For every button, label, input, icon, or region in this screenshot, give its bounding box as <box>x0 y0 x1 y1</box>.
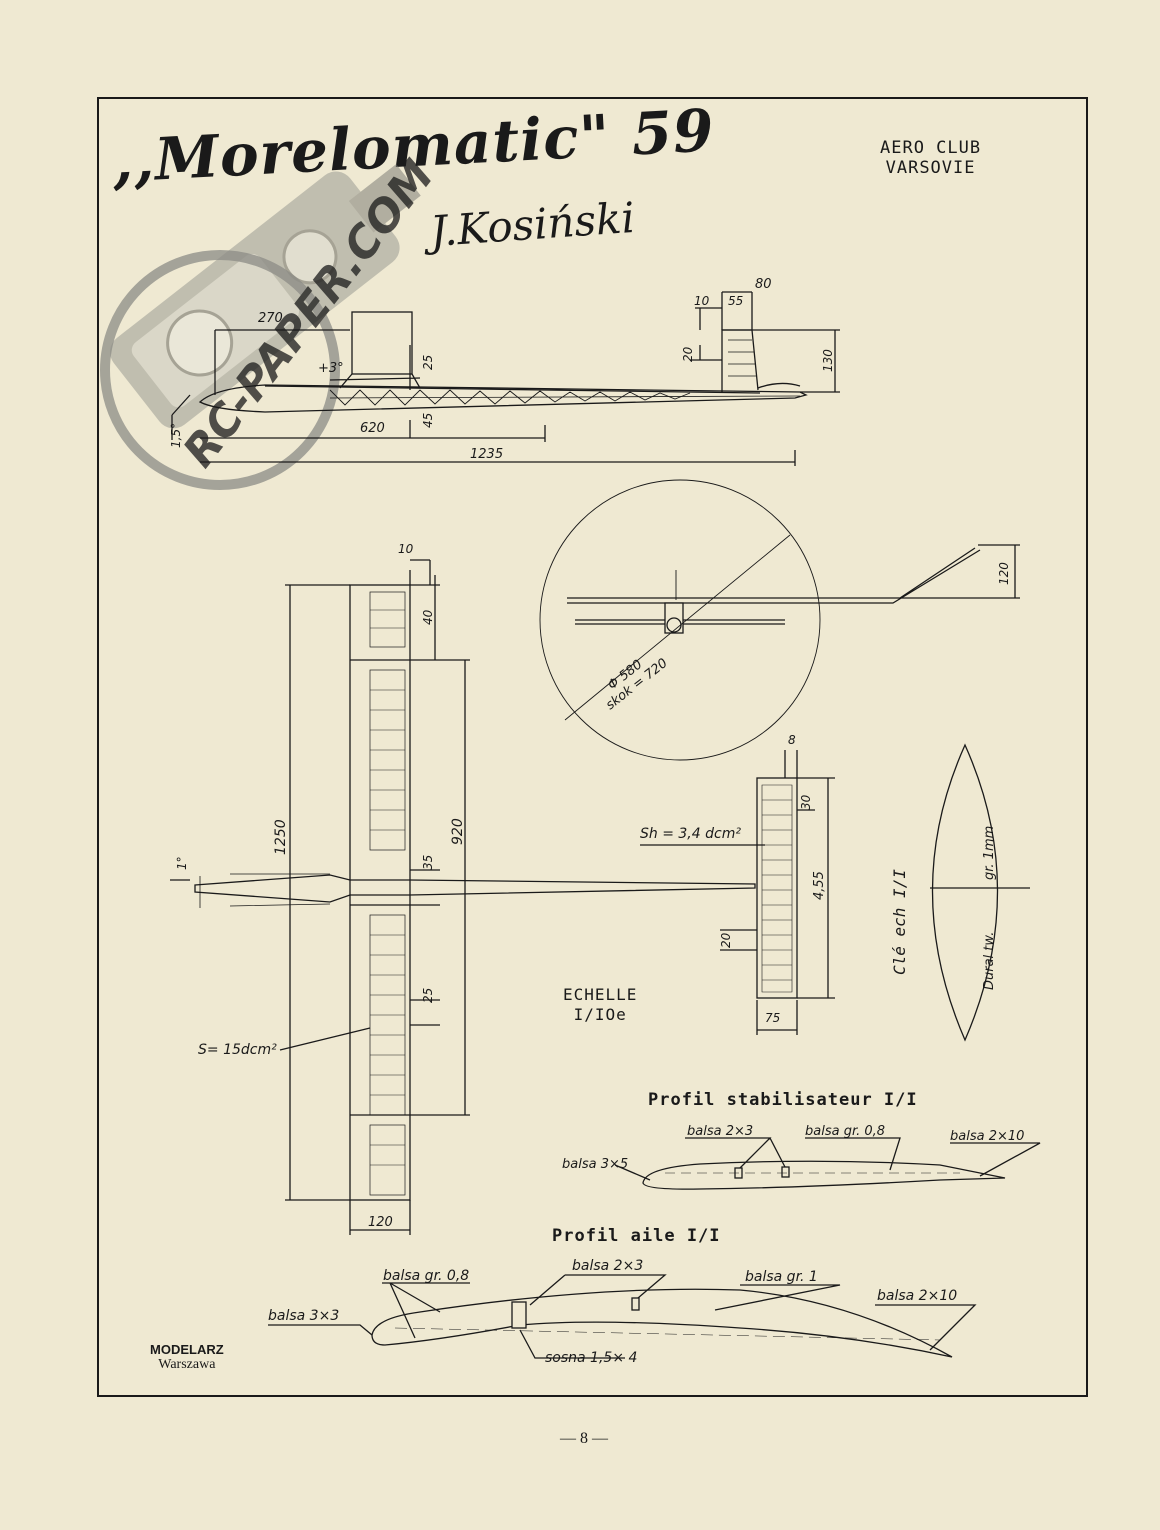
club-line-2: VARSOVIE <box>885 158 976 178</box>
side-dim-8: 80 <box>755 277 772 292</box>
stab-label-2: balsa gr. 0,8 <box>805 1124 885 1139</box>
side-view: 270 +3° 25 620 45 1235 1,5° 80 10 55 20 … <box>169 277 840 466</box>
stab-profile: balsa 2×3 balsa gr. 0,8 balsa 2×10 balsa… <box>562 1124 1041 1190</box>
wing-label-5: balsa 2×10 <box>877 1288 957 1304</box>
watermark-engine-image <box>110 164 421 429</box>
side-dim-9: 10 <box>694 294 710 308</box>
key-thickness: gr. 1mm <box>982 826 997 880</box>
top-dim-3: 1250 <box>273 819 289 855</box>
side-dim-4: 620 <box>360 421 385 436</box>
stab-label-1: balsa 2×3 <box>687 1124 753 1139</box>
top-dim-6: 25 <box>421 988 435 1003</box>
publisher-name: MODELARZ <box>150 1342 224 1357</box>
publisher: MODELARZ Warszawa <box>150 1342 224 1373</box>
stab-label-3: balsa 2×10 <box>950 1129 1024 1144</box>
wing-label-4: balsa 3×3 <box>268 1308 339 1324</box>
tail-dim-2: 30 <box>799 794 813 810</box>
side-dim-1: 270 <box>258 311 283 326</box>
scale-label: ECHELLE <box>563 985 638 1004</box>
side-dim-12: 130 <box>821 349 835 372</box>
wing-label-2: balsa 2×3 <box>572 1258 643 1274</box>
tail-dim-1: 8 <box>788 733 796 747</box>
front-view: Φ 580 skok = 720 120 <box>539 479 1020 761</box>
wing-label-3: balsa gr. 1 <box>745 1269 818 1285</box>
club-name: AERO CLUB VARSOVIE <box>880 138 981 178</box>
tail-dim-3: 4,55 <box>812 871 827 900</box>
side-dim-2: +3° <box>318 361 344 376</box>
publisher-city: Warszawa <box>158 1357 216 1372</box>
top-dim-8: 120 <box>368 1215 393 1230</box>
stab-label-4: balsa 3×5 <box>562 1157 628 1172</box>
wing-profile-heading: Profil aile I/I <box>552 1226 721 1246</box>
top-dim-4: 920 <box>450 818 466 845</box>
side-dim-10: 55 <box>728 294 743 308</box>
scale-note: ECHELLE I/IOe <box>563 985 637 1025</box>
tail-dim-4: 20 <box>719 932 733 948</box>
wing-profile: balsa gr. 0,8 balsa 2×3 balsa gr. 1 bals… <box>268 1258 977 1366</box>
wing-area: S= 15dcm² <box>198 1042 277 1058</box>
key-scale: Clé ech I/I <box>890 869 909 975</box>
tail-area: Sh = 3,4 dcm² <box>640 826 741 842</box>
drawing-frame <box>97 97 1088 1397</box>
tail-dim-5: 75 <box>765 1011 780 1025</box>
side-dim-11: 20 <box>681 346 695 362</box>
club-line-1: AERO CLUB <box>880 138 982 158</box>
scale-value: I/IOe <box>573 1005 627 1024</box>
side-dim-6: 1235 <box>470 447 503 462</box>
fin-height: 120 <box>997 562 1011 585</box>
side-dim-3: 25 <box>421 355 435 370</box>
top-dim-2: 40 <box>421 609 435 625</box>
side-dim-7: 1,5° <box>169 423 183 448</box>
key-part: gr. 1mm Dural tw. Clé ech I/I <box>890 743 1030 1042</box>
wing-label-6: sosna 1,5× 4 <box>545 1350 637 1366</box>
top-dim-7: 1° <box>175 856 189 870</box>
top-view: 10 40 1250 920 35 25 1° 120 S= 15dcm² 8 … <box>170 542 835 1235</box>
stab-profile-heading: Profil stabilisateur I/I <box>648 1090 918 1110</box>
top-dim-5: 35 <box>421 855 435 870</box>
top-dim-1: 10 <box>398 542 414 556</box>
side-dim-5: 45 <box>421 413 435 428</box>
page-number: — 8 — <box>560 1430 608 1447</box>
key-material: Dural tw. <box>982 932 997 990</box>
wing-label-1: balsa gr. 0,8 <box>383 1268 469 1284</box>
